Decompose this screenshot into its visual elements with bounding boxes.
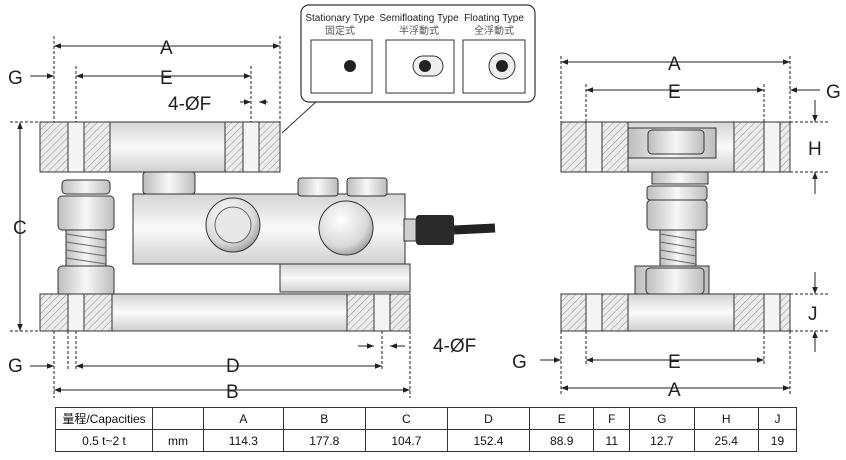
dim-label-a-side-top: A [668, 54, 681, 75]
dim-label-g-front-bottom: G [8, 356, 23, 377]
table-row: 0.5 t~2 t mm 114.3 177.8 104.7 152.4 88.… [55, 429, 798, 452]
semifloating-type-icon [412, 55, 444, 77]
semifloating-type-subtitle: 半浮動式 [399, 24, 439, 37]
dim-label-g-front-top: G [8, 68, 23, 89]
dim-label-hole-bottom: 4-ØF [433, 336, 476, 357]
table-cell: 25.4 [693, 429, 759, 452]
semifloating-type-title: Semifloating Type [379, 13, 459, 24]
floating-type-subtitle: 全浮動式 [474, 24, 514, 37]
dim-label-e-front: E [160, 68, 173, 89]
table-cell: 152.4 [446, 429, 531, 452]
dim-label-h: H [808, 139, 822, 160]
top-plate [39, 121, 281, 173]
table-cell: 0.5 t~2 t [55, 429, 153, 452]
table-header-cell: B [282, 407, 366, 430]
dim-label-e-side-top: E [668, 82, 681, 103]
table-header-row: 量程/Capacities A B C D E F G H J [55, 407, 798, 430]
table-cell: 12.7 [629, 429, 695, 452]
bottom-plate [39, 293, 411, 332]
side-view: A E G H J G E A [512, 54, 841, 401]
threaded-rod [57, 179, 115, 297]
dim-label-g-side-top: G [826, 82, 841, 103]
table-header-cell: G [629, 407, 695, 430]
side-top-plate [560, 121, 791, 173]
dim-label-d: D [226, 356, 240, 377]
floating-type-icon [488, 52, 516, 80]
table-cell: 114.3 [203, 429, 284, 452]
dim-label-g-side-bottom: G [512, 352, 527, 373]
side-bottom-plate [560, 293, 791, 332]
table-header-cell: E [529, 407, 595, 430]
floating-type-title: Floating Type [464, 13, 524, 24]
cable [453, 223, 496, 235]
front-view: A E G 4-ØF C D G B 4-ØF [8, 36, 496, 403]
top-bolts [297, 177, 388, 197]
side-dimension-lines [540, 56, 830, 395]
table-header-cell: F [593, 407, 631, 430]
table-header-cell: C [364, 407, 448, 430]
table-header-cell: J [757, 407, 798, 430]
table-cell: 104.7 [364, 429, 448, 452]
table-header-cell: D [446, 407, 531, 430]
load-cell-body [132, 193, 496, 293]
table-cell: 177.8 [282, 429, 366, 452]
dim-label-e-side-bottom: E [668, 352, 681, 373]
center-hub [142, 171, 196, 195]
dim-label-a-front: A [160, 38, 173, 59]
table-header-cell: A [203, 407, 284, 430]
dim-label-c: C [13, 218, 27, 239]
table-header-cell: H [693, 407, 759, 430]
stationary-type-title: Stationary Type [305, 13, 375, 24]
table-cell: 88.9 [529, 429, 595, 452]
cable-gland [416, 215, 454, 245]
table-cell: mm [152, 429, 204, 452]
front-dimension-lines [10, 36, 411, 398]
dim-label-hole-top: 4-ØF [168, 94, 211, 115]
table-cell: 11 [593, 429, 631, 452]
dim-label-a-side-bottom: A [668, 380, 681, 401]
load-cell-drawing: A E G 4-ØF C D G B 4-ØF Stationary Type … [8, 4, 841, 403]
stationary-type-icon [344, 60, 356, 72]
dim-label-b: B [226, 382, 239, 403]
dimension-table: 量程/Capacities A B C D E F G H J 0.5 t~2 … [55, 407, 798, 452]
stationary-type-subtitle: 固定式 [325, 24, 355, 37]
mount-type-callout: Stationary Type 固定式 Semifloating Type 半浮… [300, 4, 536, 103]
dim-label-j: J [808, 304, 818, 325]
side-threaded-rod [634, 171, 710, 295]
table-cell: 19 [757, 429, 798, 452]
table-header-cell: 量程/Capacities [55, 407, 153, 430]
table-header-cell [152, 407, 204, 430]
